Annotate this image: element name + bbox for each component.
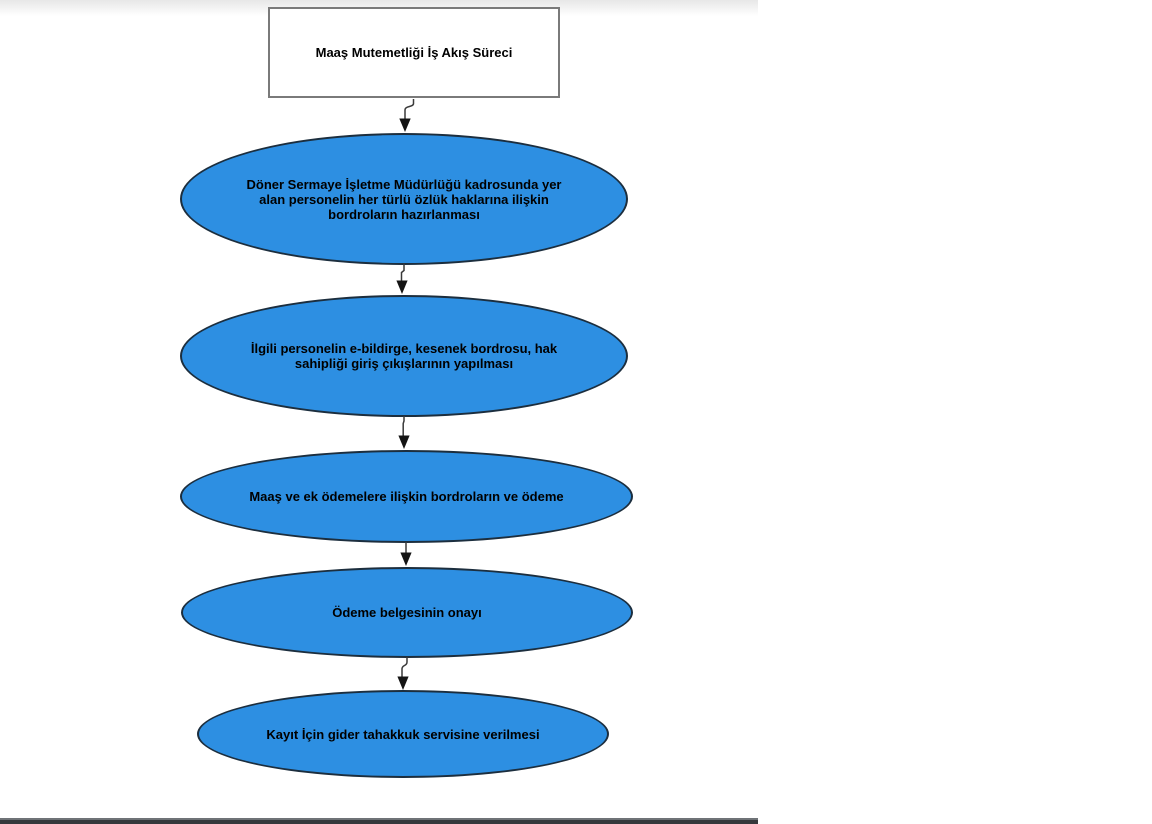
- connector-step-2-step-3: [398, 416, 410, 449]
- flow-node-label-line: bordroların hazırlanması: [328, 206, 480, 222]
- flow-node-label-line: Kayıt İçin gider tahakkuk servisine veri…: [266, 726, 540, 742]
- flow-node-label-line: İlgili personelin e-bildirge, kesenek bo…: [250, 341, 558, 356]
- connector-line: [404, 99, 415, 119]
- document-page: Maaş Mutemetliği İş Akış Süreci Döner Se…: [0, 0, 758, 824]
- flow-node-step-2: İlgili personelin e-bildirge, kesenek bo…: [180, 295, 628, 417]
- flow-node-label-line: Maaş Mutemetliği İş Akış Süreci: [315, 45, 513, 60]
- connector-arrowhead: [398, 435, 410, 449]
- connector-step-1-step-2: [396, 263, 408, 294]
- connector-line: [402, 416, 405, 436]
- flow-node-start: Maaş Mutemetliği İş Akış Süreci: [268, 7, 560, 98]
- flow-node-label-line: sahipliği giriş çıkışlarının yapılması: [294, 356, 514, 371]
- connector-line: [400, 263, 405, 281]
- connector-arrowhead: [396, 280, 408, 294]
- page-bottom-bar: [0, 818, 758, 824]
- flow-node-step-1: Döner Sermaye İşletme Müdürlüğü kadrosun…: [180, 133, 628, 265]
- flow-node-step-3: Maaş ve ek ödemelere ilişkin bordroların…: [180, 450, 633, 543]
- connector-step-3-step-4: [400, 542, 412, 566]
- connector-arrowhead: [397, 676, 409, 690]
- connector-line: [401, 657, 408, 677]
- flow-node-label-line: Maaş ve ek ödemelere ilişkin bordroların…: [249, 489, 564, 504]
- flow-node-step-5: Kayıt İçin gider tahakkuk servisine veri…: [197, 690, 609, 778]
- flow-node-label-line: Döner Sermaye İşletme Müdürlüğü kadrosun…: [246, 176, 562, 192]
- flow-node-label-line: alan personelin her türlü özlük hakların…: [259, 191, 549, 207]
- connector-step-4-step-5: [397, 657, 409, 690]
- connector-arrowhead: [400, 552, 412, 566]
- connector-start-step-1: [399, 99, 415, 132]
- connector-arrowhead: [399, 118, 411, 132]
- flow-node-step-4: Ödeme belgesinin onayı: [181, 567, 633, 658]
- flow-node-label-line: Ödeme belgesinin onayı: [332, 605, 482, 620]
